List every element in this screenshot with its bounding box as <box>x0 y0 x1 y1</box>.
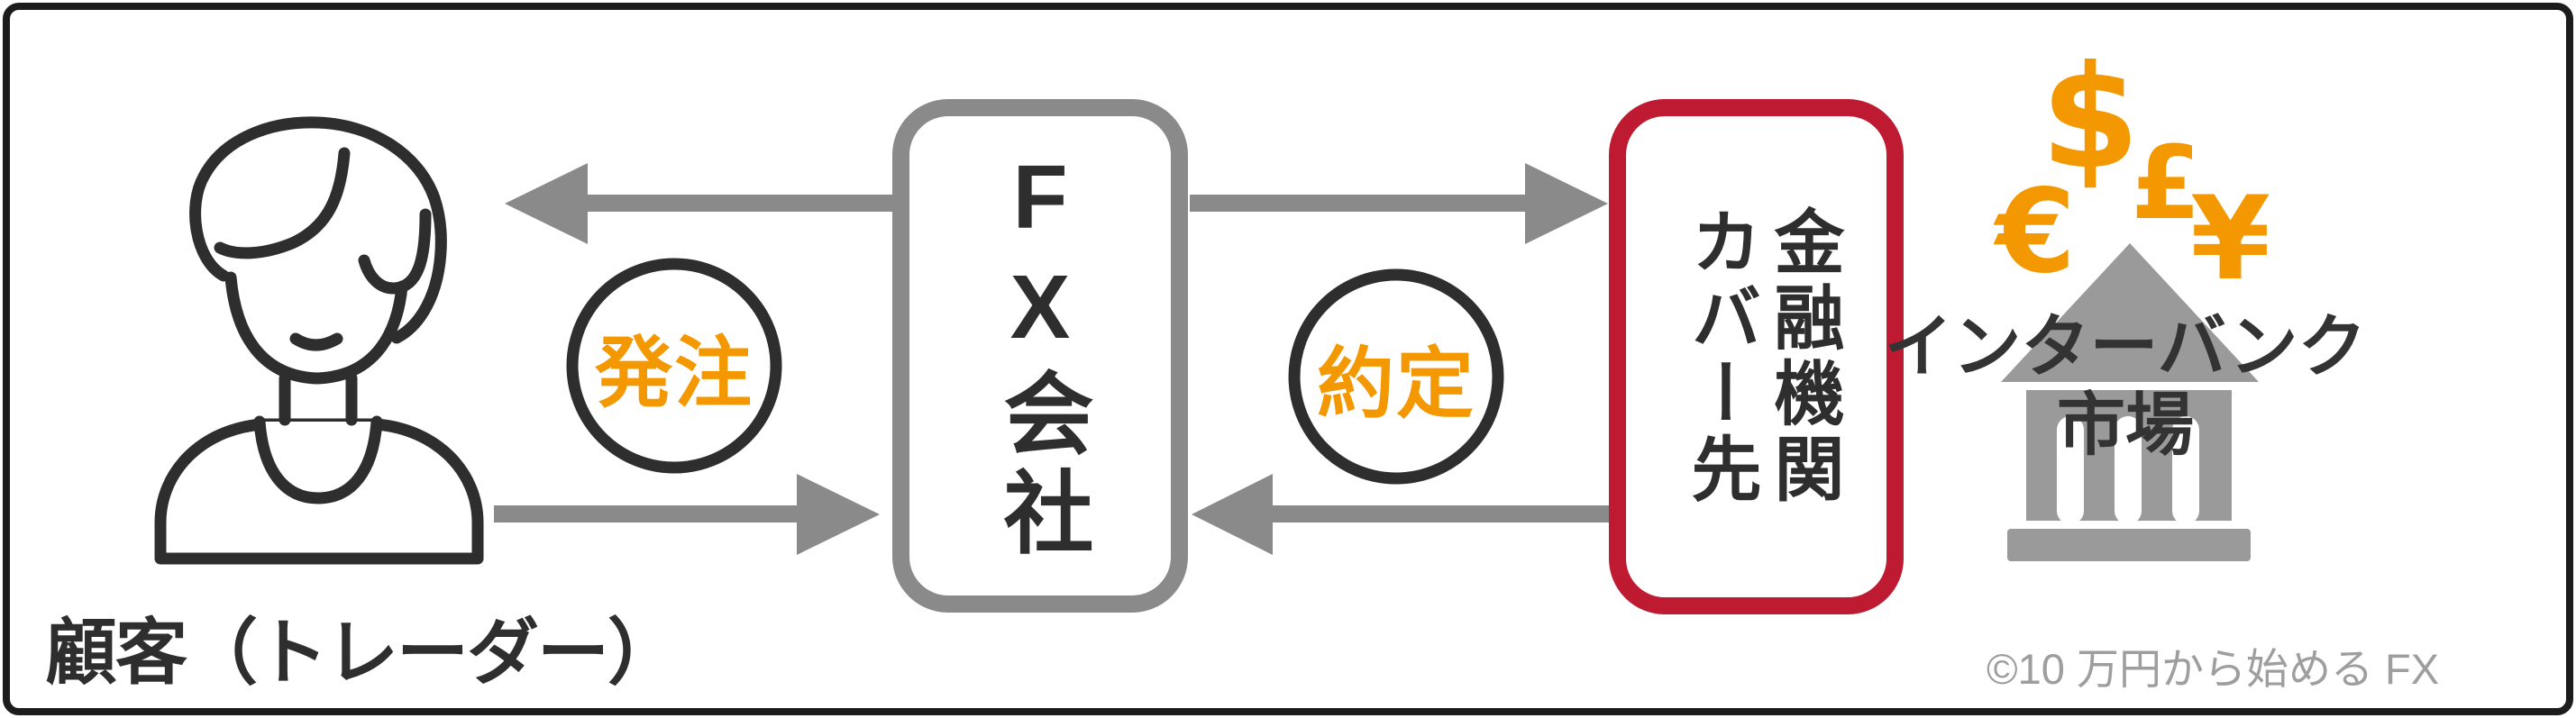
cover-send-arrow <box>1190 163 1608 244</box>
execution-return-arrow <box>1192 474 1612 555</box>
euro-symbol-icon: € <box>1996 165 2077 299</box>
fx-company-box: FX会社 <box>892 99 1188 613</box>
yen-symbol-icon: ¥ <box>2190 172 2271 306</box>
interbank-market-label: インターバンク 市場 <box>1884 308 2366 466</box>
cover-institution-box: 金融機関 カバー先 <box>1609 99 1904 614</box>
cover-institution-label: 金融機関 カバー先 <box>1674 205 1844 508</box>
dollar-symbol-icon: $ <box>2041 35 2140 201</box>
fx-company-label: FX会社 <box>990 147 1091 565</box>
bank-icon <box>2001 243 2259 561</box>
order-badge-circle <box>566 258 782 474</box>
execution-badge-circle <box>1288 268 1504 485</box>
cover-label-line1: 金融機関 <box>1764 205 1844 508</box>
execution-badge-label: 約定 <box>1317 341 1475 428</box>
customer-label: 顧客（トレーダー） <box>45 613 680 693</box>
order-return-arrow <box>505 163 894 244</box>
copyright-watermark: ©10 万円から始める FX <box>1987 645 2440 693</box>
pound-symbol-icon: £ <box>2131 125 2201 242</box>
interbank-label-line2: 市場 <box>2056 387 2194 465</box>
cover-label-line2: カバー先 <box>1681 205 1761 508</box>
person-icon <box>154 116 484 565</box>
order-badge-label: 発注 <box>595 330 754 417</box>
flow-arrows <box>494 163 1612 555</box>
interbank-label-line1: インターバンク <box>1884 309 2367 386</box>
order-send-arrow <box>494 474 880 555</box>
